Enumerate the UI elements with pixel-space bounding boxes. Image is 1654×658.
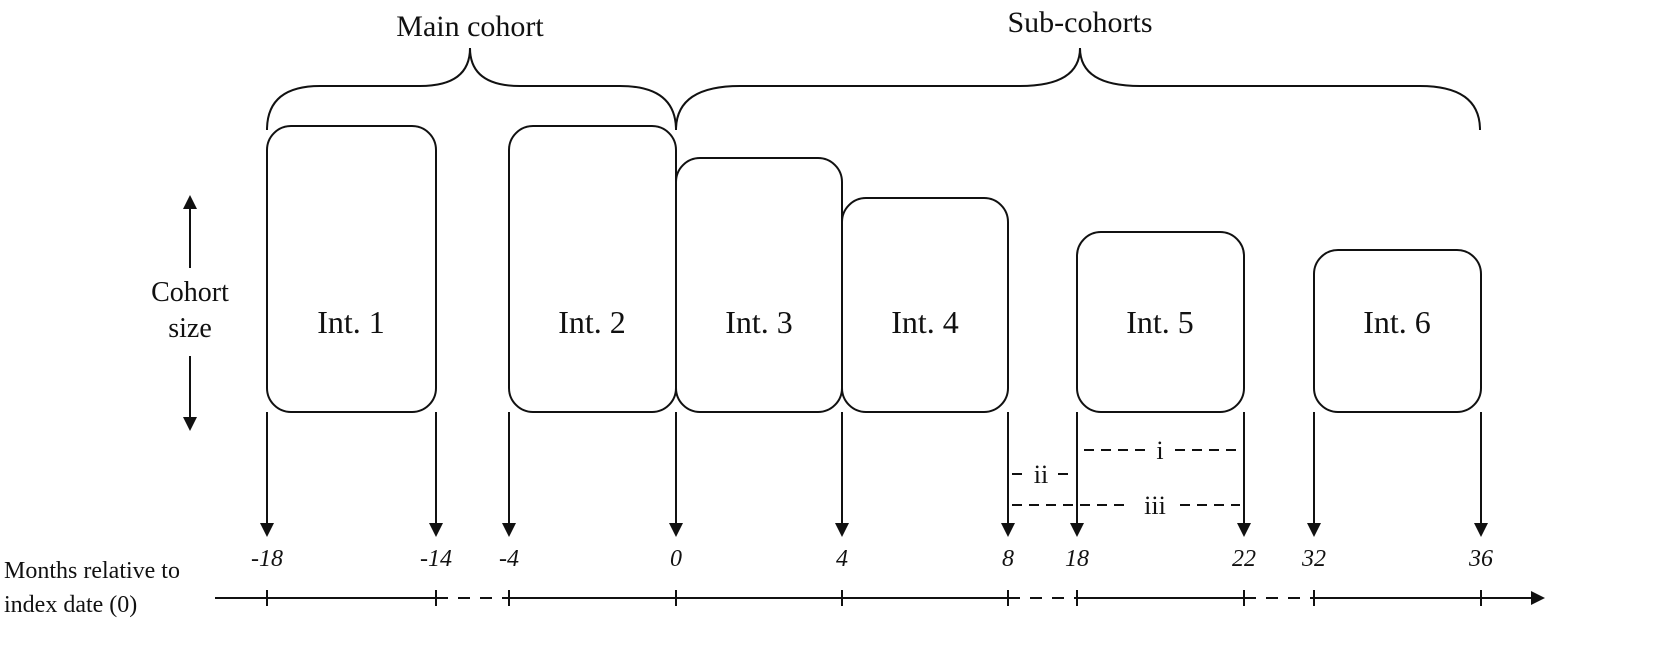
tick-label: -18 (251, 546, 283, 572)
tick-label: 8 (1002, 546, 1014, 572)
interval-label-6: Int. 6 (1363, 304, 1431, 340)
cohort-size-label-line1: Cohort (151, 277, 229, 308)
cohort-size-label-line2: size (168, 313, 212, 344)
x-axis-title-line1: Months relative to (4, 558, 180, 584)
interval-box-1 (266, 125, 437, 413)
interval-down-arrows (260, 412, 1488, 537)
x-axis-title-line2: index date (0) (4, 592, 137, 618)
main-cohort-heading: Main cohort (396, 10, 544, 43)
segment-ii-label: ii (1034, 460, 1048, 489)
interval-label-4: Int. 4 (891, 304, 959, 340)
sub-cohorts-heading: Sub-cohorts (1008, 6, 1153, 39)
interval-box-4 (841, 197, 1009, 413)
tick-label: 32 (1301, 546, 1326, 572)
tick-label: 4 (836, 546, 848, 572)
main-cohort-brace (266, 47, 677, 131)
tick-label: -14 (420, 546, 452, 572)
interval-label-2: Int. 2 (558, 304, 626, 340)
interval-box-3 (675, 157, 843, 413)
segment-i-label: i (1156, 436, 1163, 465)
interval-box-6 (1313, 249, 1482, 413)
tick-label: 36 (1468, 546, 1493, 572)
timeline-axis (215, 590, 1545, 606)
tick-label: 18 (1065, 546, 1089, 572)
interval-box-2 (508, 125, 677, 413)
interval-label-1: Int. 1 (317, 304, 385, 340)
tick-label: -4 (499, 546, 519, 572)
interval-label-3: Int. 3 (725, 304, 793, 340)
interval-box-5 (1076, 231, 1245, 413)
sub-cohorts-brace (675, 47, 1481, 131)
interval-label-5: Int. 5 (1126, 304, 1194, 340)
segment-iii-label: iii (1144, 491, 1166, 520)
tick-label: 22 (1232, 546, 1256, 572)
comparison-segments (1012, 449, 1240, 506)
tick-label: 0 (670, 546, 682, 572)
